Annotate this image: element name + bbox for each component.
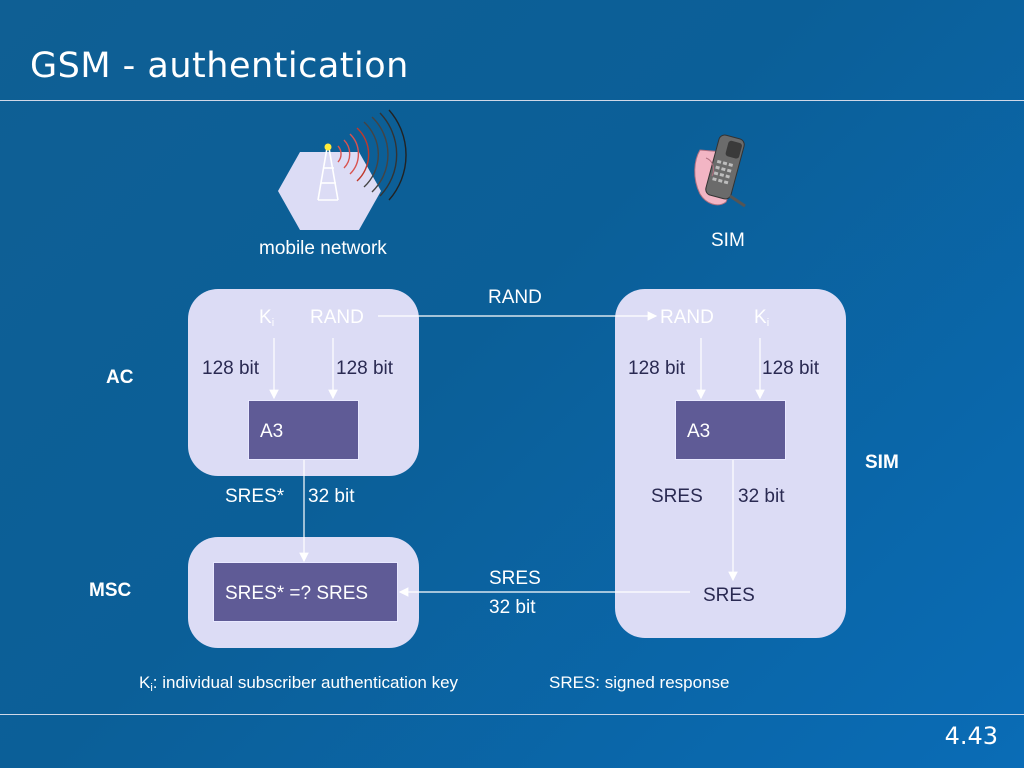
sim-phone-label: SIM [711, 230, 745, 251]
ac-a3-label: A3 [260, 421, 284, 442]
page-number: 4.43 [944, 722, 998, 750]
title-divider [0, 100, 1024, 101]
sim-key-subscript: i [766, 317, 770, 329]
msc-compare-label: SRES* =? SRES [225, 583, 369, 604]
sim-sres-out-label: SRES [651, 486, 703, 507]
legend-key-subscript: i [150, 682, 153, 694]
legend-key-main: K [139, 673, 151, 692]
sim-a3-box: A3 [675, 400, 786, 460]
sres-transfer-bits-label: 32 bit [489, 597, 536, 618]
sim-key-main: K [754, 307, 767, 328]
sres-transfer-label: SRES [489, 568, 541, 589]
ac-a3-box: A3 [248, 400, 359, 460]
ac-rand-label: RAND [310, 307, 364, 328]
ac-key-subscript: i [271, 317, 275, 329]
ac-side-label: AC [106, 367, 134, 388]
sim-side-label: SIM [865, 452, 899, 473]
ac-bits-right: 128 bit [336, 358, 394, 379]
sim-sres-bits-label: 32 bit [738, 486, 785, 507]
sim-bits-left: 128 bit [628, 358, 686, 379]
ac-key-label: Ki [259, 307, 274, 329]
legend-key-text: : individual subscriber authentication k… [152, 673, 459, 692]
ac-bits-left: 128 bit [202, 358, 260, 379]
slide-title: GSM - authentication [30, 46, 409, 86]
sim-sres-result-label: SRES [703, 585, 755, 606]
footer-divider [0, 714, 1024, 715]
ac-key-main: K [259, 307, 272, 328]
legend-key-definition: Ki: individual subscriber authentication… [139, 673, 458, 694]
sim-rand-label: RAND [660, 307, 714, 328]
mobile-network-label: mobile network [259, 238, 387, 259]
ac-sres-star-label: SRES* [225, 486, 285, 507]
msc-side-label: MSC [89, 580, 132, 601]
sim-bits-right: 128 bit [762, 358, 820, 379]
msc-compare-box: SRES* =? SRES [213, 562, 398, 622]
ac-sres-bits-label: 32 bit [308, 486, 355, 507]
rand-transfer-label: RAND [488, 287, 542, 308]
legend-sres-definition: SRES: signed response [549, 673, 730, 692]
sim-key-label: Ki [754, 307, 769, 329]
sim-a3-label: A3 [687, 421, 711, 442]
